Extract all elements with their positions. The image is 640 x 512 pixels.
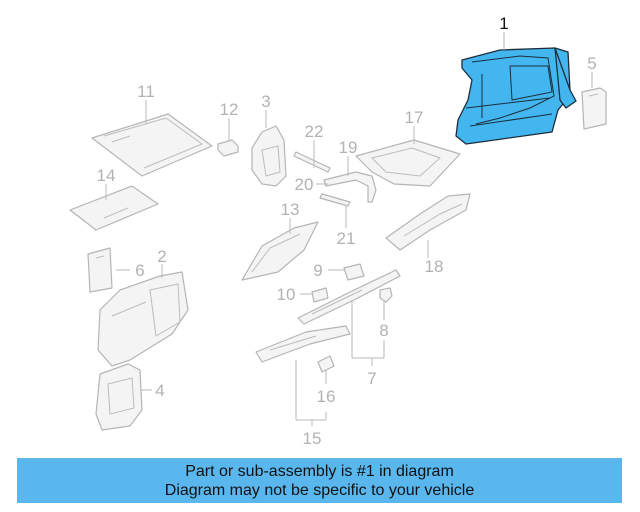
part-19-jack-handle[interactable]	[323, 171, 377, 203]
callout-11[interactable]: 11	[137, 82, 155, 101]
part-3-bracket[interactable]	[251, 125, 287, 187]
part-8-fastener[interactable]	[379, 287, 393, 303]
banner-line-1: Part or sub-assembly is #1 in diagram	[185, 462, 454, 480]
part-22-wrench[interactable]	[293, 151, 331, 173]
part-13-trim-panel[interactable]	[241, 221, 319, 281]
callout-1[interactable]: 1	[499, 14, 508, 33]
callout-4[interactable]: 4	[155, 381, 164, 400]
callout-14[interactable]: 14	[97, 166, 116, 185]
callout-3[interactable]: 3	[261, 92, 270, 111]
part-18-jack[interactable]	[385, 193, 471, 251]
callout-8[interactable]: 8	[379, 321, 388, 340]
part-4-storage-box[interactable]	[95, 363, 143, 431]
callout-20[interactable]: 20	[295, 175, 314, 194]
part-11-cargo-floor-panel[interactable]	[91, 113, 213, 177]
callout-13[interactable]: 13	[281, 200, 300, 219]
part-6-cover[interactable]	[87, 247, 113, 293]
callout-labels: 1 2 3 4 5 6 7 8 9 10 11 12 13 14 15 16 1…	[97, 14, 597, 448]
callout-18[interactable]: 18	[425, 257, 444, 276]
leader-lines	[105, 32, 593, 426]
part-9-clip[interactable]	[343, 263, 365, 281]
part-1-quarter-trim-panel[interactable]	[455, 47, 577, 145]
part-7-sill-plate[interactable]	[297, 269, 401, 325]
banner-line-2: Diagram may not be specific to your vehi…	[164, 481, 475, 499]
callout-17[interactable]: 17	[405, 108, 424, 127]
callout-12[interactable]: 12	[220, 100, 239, 119]
part-16-clip[interactable]	[317, 355, 335, 373]
part-20-handle[interactable]	[319, 193, 351, 207]
callout-21[interactable]: 21	[337, 229, 356, 248]
callout-10[interactable]: 10	[277, 285, 296, 304]
callout-15[interactable]: 15	[303, 429, 322, 448]
part-15-sill-plate[interactable]	[255, 325, 351, 363]
callout-7[interactable]: 7	[367, 369, 376, 388]
part-10-clip[interactable]	[311, 287, 329, 303]
part-5-bracket[interactable]	[581, 87, 607, 130]
part-2-left-quarter-trim[interactable]	[97, 271, 189, 367]
exploded-parts-diagram: 1 2 3 4 5 6 7 8 9 10 11 12 13 14 15 16 1…	[69, 14, 607, 448]
callout-9[interactable]: 9	[313, 261, 322, 280]
callout-6[interactable]: 6	[135, 261, 144, 280]
part-17-tray[interactable]	[355, 139, 461, 187]
part-14-mat[interactable]	[69, 185, 159, 231]
callout-22[interactable]: 22	[305, 122, 324, 141]
callout-16[interactable]: 16	[317, 387, 336, 406]
callout-19[interactable]: 19	[339, 138, 358, 157]
info-banner: Part or sub-assembly is #1 in diagram Di…	[17, 458, 622, 503]
callout-2[interactable]: 2	[157, 247, 166, 266]
callout-5[interactable]: 5	[587, 54, 596, 73]
part-12-clip[interactable]	[217, 139, 239, 157]
